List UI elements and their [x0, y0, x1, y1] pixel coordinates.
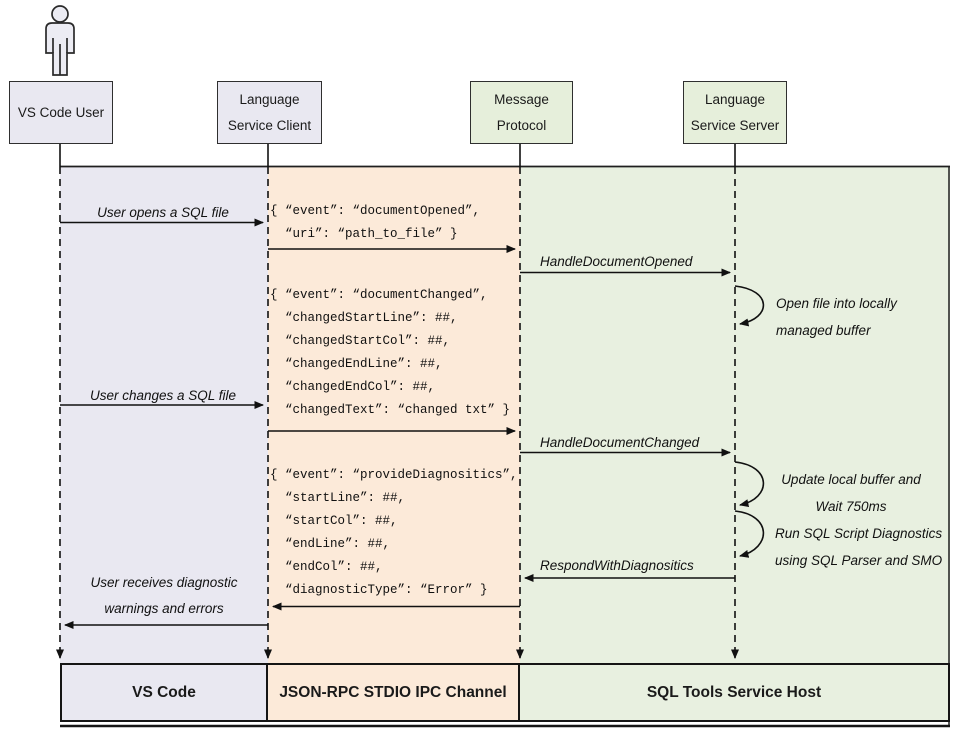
self-loop-update-buffer — [734, 461, 765, 508]
participant-message-protocol: Message Protocol — [470, 81, 573, 144]
note-run-diagnostics: Run SQL Script Diagnostics using SQL Par… — [775, 520, 942, 574]
json-line: “changedEndLine”: ##, — [270, 357, 443, 371]
footer-vscode: VS Code — [62, 665, 268, 720]
participant-service-client: Language Service Client — [217, 81, 322, 144]
participant-service-server: Language Service Server — [683, 81, 787, 144]
json-line: { “event”: “provideDiagnositics”, — [270, 468, 518, 482]
json-line: “changedText”: “changed txt” } — [270, 403, 511, 417]
user-actor-icon — [45, 5, 75, 76]
json-line: { “event”: “documentOpened”, — [270, 204, 481, 218]
label-respond-with-diagnostics: RespondWithDiagnositics — [540, 558, 694, 573]
json-line: { “event”: “documentChanged”, — [270, 288, 488, 302]
note-line: Wait 750ms — [815, 499, 887, 514]
note-receive-diagnostics: User receives diagnostic warnings and er… — [60, 570, 268, 622]
note-line: managed buffer — [776, 323, 871, 338]
json-line: “startCol”: ##, — [270, 514, 398, 528]
footer-service-host: SQL Tools Service Host — [520, 665, 948, 720]
note-update-buffer: Update local buffer and Wait 750ms — [774, 466, 928, 520]
json-line: “changedStartLine”: ##, — [270, 311, 458, 325]
note-line: User receives diagnostic — [90, 575, 238, 590]
note-line: Open file into locally — [776, 296, 897, 311]
label-change-file: User changes a SQL file — [89, 388, 237, 403]
label-open-file: User opens a SQL file — [97, 205, 229, 220]
payload-document-changed: { “event”: “documentChanged”, “changedSt… — [270, 284, 510, 422]
self-loop-open-buffer — [734, 285, 765, 327]
self-loop-run-diagnostics — [734, 510, 765, 558]
json-line: “startLine”: ##, — [270, 491, 406, 505]
json-line: “endCol”: ##, — [270, 560, 383, 574]
footer-ipc-channel: JSON-RPC STDIO IPC Channel — [268, 665, 520, 720]
json-line: “endLine”: ##, — [270, 537, 391, 551]
json-line: “uri”: “path_to_file” } — [270, 227, 458, 241]
json-line: “changedEndCol”: ##, — [270, 380, 436, 394]
payload-document-opened: { “event”: “documentOpened”, “uri”: “pat… — [270, 200, 480, 246]
lane-vscode — [60, 167, 268, 722]
lane-ipc-channel — [268, 167, 520, 722]
participant-vscode-user: VS Code User — [9, 81, 113, 144]
note-line: Run SQL Script Diagnostics — [775, 526, 943, 541]
label-handle-document-opened: HandleDocumentOpened — [540, 254, 693, 269]
note-line: using SQL Parser and SMO — [775, 553, 943, 568]
json-line: “diagnosticType”: “Error” } — [270, 583, 488, 597]
json-line: “changedStartCol”: ##, — [270, 334, 451, 348]
payload-provide-diagnostics: { “event”: “provideDiagnositics”, “start… — [270, 464, 518, 602]
label-handle-document-changed: HandleDocumentChanged — [540, 435, 700, 450]
note-line: Update local buffer and — [781, 472, 921, 487]
note-line: warnings and errors — [104, 601, 224, 616]
note-open-buffer: Open file into locally managed buffer — [776, 290, 897, 344]
footer-bar: VS Code JSON-RPC STDIO IPC Channel SQL T… — [60, 663, 950, 722]
